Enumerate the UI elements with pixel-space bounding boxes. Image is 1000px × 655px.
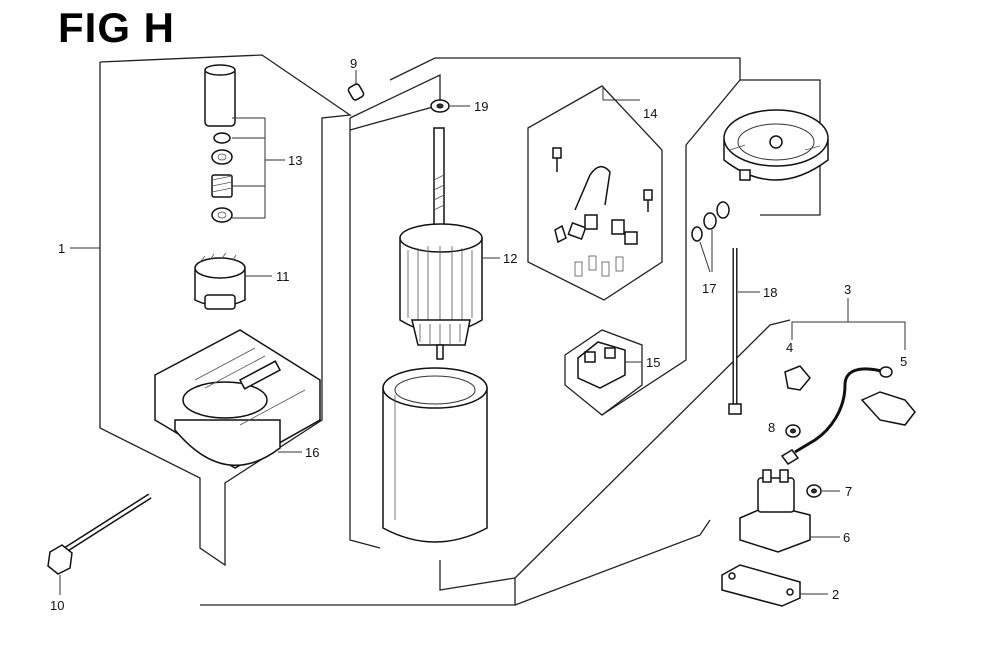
callout-18: 18 — [763, 285, 777, 300]
callout-5: 5 — [900, 354, 907, 369]
callout-10: 10 — [50, 598, 64, 613]
part-10-bolt — [47, 493, 152, 595]
part-4-cap — [784, 365, 811, 391]
part-11-pinion — [194, 252, 272, 310]
part-15-brush-holder — [577, 341, 642, 389]
callout-12: 12 — [503, 251, 517, 266]
callout-14: 14 — [643, 106, 657, 121]
group-frames — [99, 54, 821, 606]
callout-6: 6 — [843, 530, 850, 545]
part-17-washers — [691, 201, 730, 273]
callout-7: 7 — [845, 484, 852, 499]
part-5-cable — [780, 366, 916, 465]
part-14-brush-set — [552, 86, 653, 277]
part-19-nut — [430, 99, 470, 113]
part-6-solenoid — [739, 469, 840, 553]
yoke-cylinder — [382, 367, 488, 543]
callout-17: 17 — [702, 281, 716, 296]
callout-3: 3 — [844, 282, 851, 297]
callout-16: 16 — [305, 445, 319, 460]
part-2-strap — [721, 564, 828, 607]
part-18-through-bolt — [728, 248, 760, 415]
part-16-front-bracket — [154, 329, 321, 469]
callout-8: 8 — [768, 420, 775, 435]
part-3-leads — [791, 298, 906, 350]
callout-2: 2 — [832, 587, 839, 602]
part-13-stack — [204, 64, 285, 223]
callout-13: 13 — [288, 153, 302, 168]
part-7-nut — [806, 484, 840, 498]
callout-15: 15 — [646, 355, 660, 370]
callout-1: 1 — [58, 241, 65, 256]
rear-housing — [723, 109, 829, 181]
callout-19: 19 — [474, 99, 488, 114]
part-12-armature — [399, 127, 500, 360]
callout-9: 9 — [350, 56, 357, 71]
part-8-nut — [785, 424, 801, 438]
figure-title: FIG H — [58, 4, 175, 51]
callout-4: 4 — [786, 340, 793, 355]
part-9-pin — [347, 70, 365, 101]
callout-11: 11 — [276, 269, 290, 284]
callout-labels: 1 2 3 4 5 6 7 8 9 10 11 12 13 14 15 16 1… — [50, 56, 907, 613]
